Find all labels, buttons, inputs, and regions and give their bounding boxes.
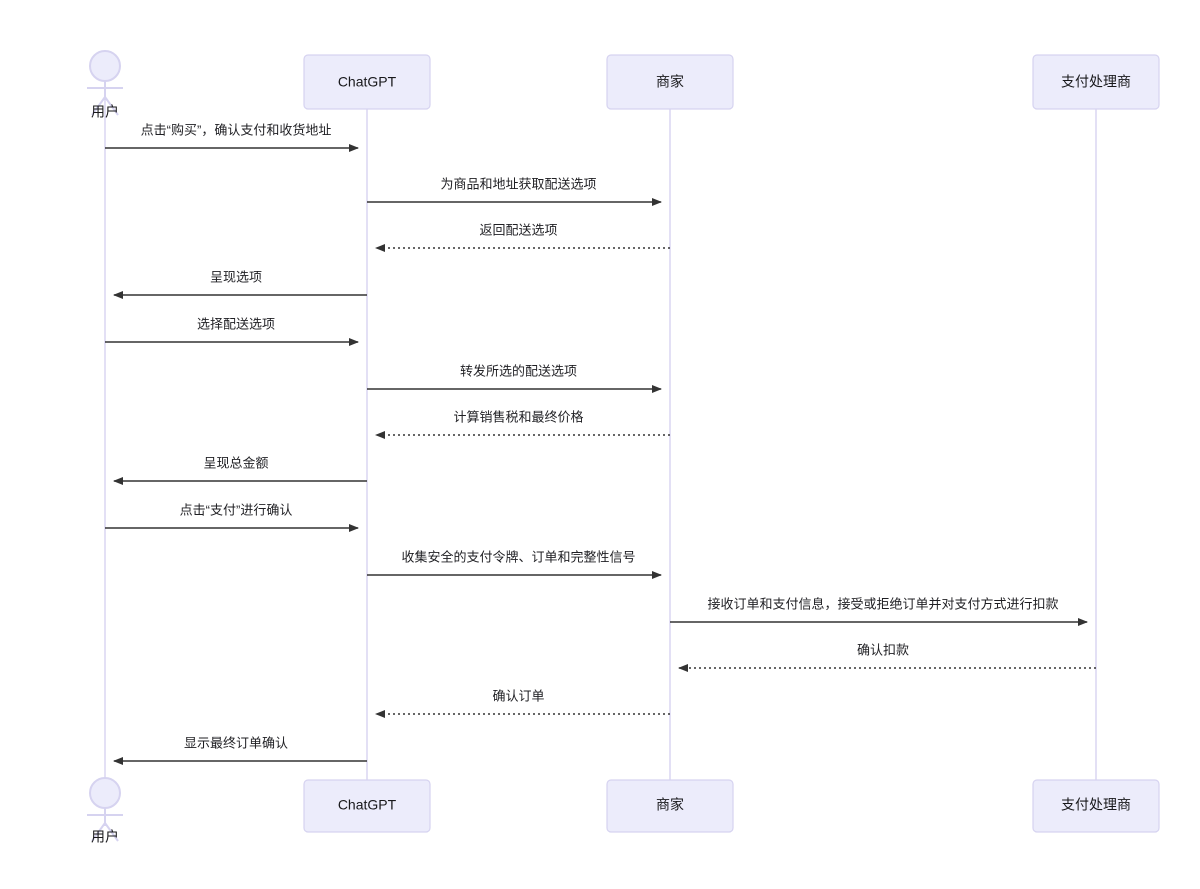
message-label: 呈现选项 — [210, 269, 262, 284]
message-7: 计算销售税和最终价格 — [375, 409, 670, 439]
actor-head-icon — [89, 777, 121, 809]
participant-label-processor-top: 支付处理商 — [1061, 74, 1131, 90]
participant-label-processor-bottom: 支付处理商 — [1061, 797, 1131, 813]
actor-leg-right-icon — [104, 822, 119, 842]
participant-label-chatgpt-bottom: ChatGPT — [338, 797, 397, 813]
participant-chatgpt-bottom[interactable]: ChatGPT — [303, 779, 431, 833]
lifelines-group — [104, 100, 1097, 790]
message-label: 选择配送选项 — [197, 316, 275, 331]
message-label: 转发所选的配送选项 — [460, 363, 577, 378]
actor-label-user-top: 用户 — [91, 104, 119, 120]
message-14: 显示最终订单确认 — [113, 735, 367, 765]
participant-box-merchant-top[interactable] — [606, 54, 734, 110]
message-1: 点击“购买”，确认支付和收货地址 — [105, 122, 359, 152]
message-9: 点击“支付”进行确认 — [105, 502, 359, 532]
message-6: 转发所选的配送选项 — [367, 363, 662, 393]
message-label: 收集安全的支付令牌、订单和完整性信号 — [401, 549, 635, 564]
message-label: 点击“购买”，确认支付和收货地址 — [141, 122, 332, 137]
message-label: 计算销售税和最终价格 — [453, 409, 583, 424]
participant-merchant-top[interactable]: 商家 — [606, 54, 734, 110]
participant-merchant-bottom[interactable]: 商家 — [606, 779, 734, 833]
actor-head-icon — [89, 50, 121, 82]
participant-box-merchant-bottom[interactable] — [606, 779, 734, 833]
participant-label-merchant-bottom: 商家 — [656, 797, 684, 813]
message-label: 呈现总金额 — [203, 455, 268, 470]
actor-leg-right-icon — [104, 96, 119, 116]
message-5: 选择配送选项 — [105, 316, 359, 346]
message-label: 接收订单和支付信息，接受或拒绝订单并对支付方式进行扣款 — [707, 596, 1058, 611]
participant-box-chatgpt-top[interactable] — [303, 54, 431, 110]
messages-group: 点击“购买”，确认支付和收货地址为商品和地址获取配送选项返回配送选项呈现选项选择… — [105, 122, 1096, 765]
participant-box-processor-top[interactable] — [1032, 54, 1160, 110]
participant-chatgpt-top[interactable]: ChatGPT — [303, 54, 431, 110]
participant-box-chatgpt-bottom[interactable] — [303, 779, 431, 833]
participant-label-chatgpt-top: ChatGPT — [338, 74, 397, 90]
participant-box-processor-bottom[interactable] — [1032, 779, 1160, 833]
message-label: 点击“支付”进行确认 — [180, 502, 293, 517]
message-8: 呈现总金额 — [113, 455, 367, 485]
message-12: 确认扣款 — [678, 642, 1096, 672]
message-2: 为商品和地址获取配送选项 — [367, 176, 662, 206]
message-label: 为商品和地址获取配送选项 — [440, 176, 596, 191]
message-11: 接收订单和支付信息，接受或拒绝订单并对支付方式进行扣款 — [670, 596, 1088, 626]
message-10: 收集安全的支付令牌、订单和完整性信号 — [367, 549, 662, 579]
actor-user-bottom[interactable]: 用户 — [87, 777, 123, 845]
actor-leg-left-icon — [91, 822, 106, 842]
participant-processor-bottom[interactable]: 支付处理商 — [1032, 779, 1160, 833]
message-3: 返回配送选项 — [375, 222, 670, 252]
actor-label-user-bottom: 用户 — [91, 829, 119, 845]
participant-label-merchant-top: 商家 — [656, 74, 684, 90]
message-label: 返回配送选项 — [479, 222, 557, 237]
message-label: 显示最终订单确认 — [184, 735, 288, 750]
message-13: 确认订单 — [375, 688, 670, 718]
message-label: 确认扣款 — [857, 642, 909, 657]
message-4: 呈现选项 — [113, 269, 367, 299]
actor-leg-left-icon — [91, 96, 106, 116]
actor-user-top[interactable]: 用户 — [87, 50, 123, 120]
message-label: 确认订单 — [492, 688, 544, 703]
participant-processor-top[interactable]: 支付处理商 — [1032, 54, 1160, 110]
